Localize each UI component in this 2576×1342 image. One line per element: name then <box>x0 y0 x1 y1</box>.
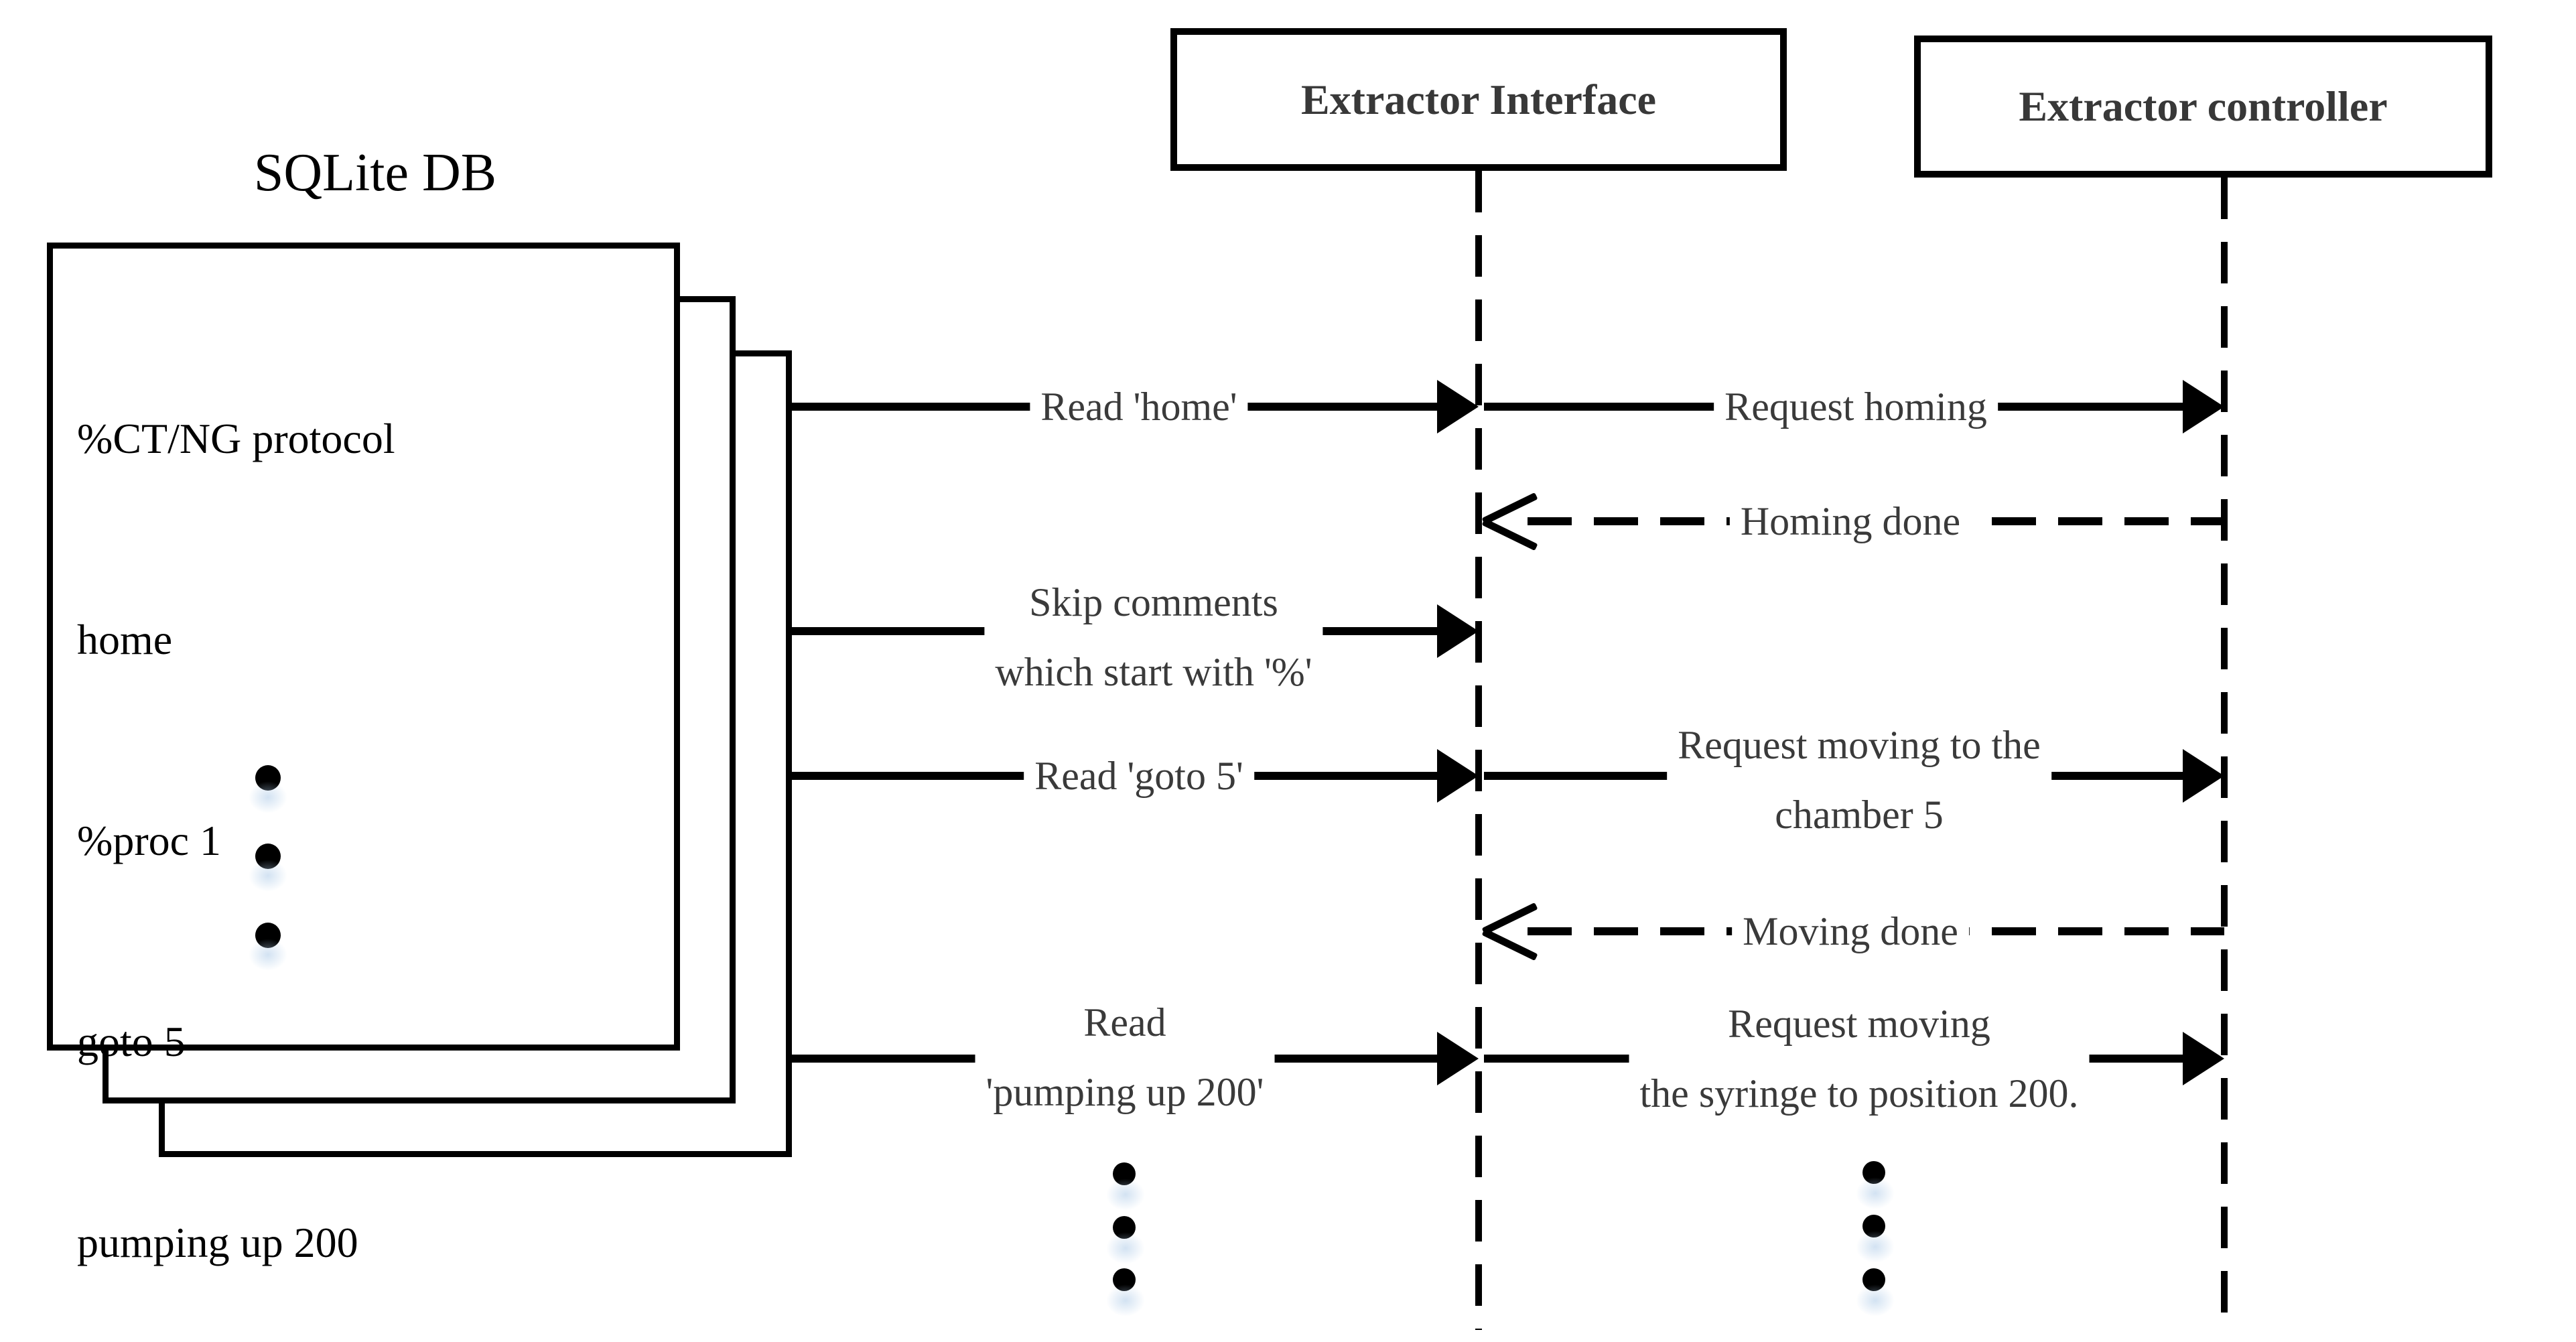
code-line: pumping up 200 <box>77 1219 358 1266</box>
interface-ellipsis-dot <box>1106 1216 1145 1264</box>
message-label: Request moving the syringe to position 2… <box>1629 989 2090 1128</box>
arrowhead-right-icon <box>2183 749 2224 803</box>
protocol-page-front: %CT/NG protocol home %proc 1 goto 5 pump… <box>47 243 680 1266</box>
message-label: Request moving to the chamber 5 <box>1667 710 2051 850</box>
arrowhead-right-icon <box>1437 749 1479 803</box>
message-label-line: which start with '%' <box>995 650 1312 694</box>
message-label: Read 'pumping up 200' <box>975 988 1275 1127</box>
protocol-code-listing: %CT/NG protocol home %proc 1 goto 5 pump… <box>77 271 395 1342</box>
interface-ellipsis-dot <box>1106 1268 1145 1317</box>
message-label-line: Skip comments <box>1029 580 1278 624</box>
message-label-line: 'pumping up 200' <box>986 1070 1264 1114</box>
message-label-line: Read <box>1083 1000 1166 1045</box>
message-label-line: Request moving to the <box>1678 723 2041 767</box>
arrowhead-right-icon <box>2183 1032 2224 1085</box>
actor-extractor-interface: Extractor Interface <box>1170 28 1787 171</box>
actor-label: Extractor Interface <box>1300 75 1657 123</box>
message-label: Request homing <box>1714 372 1998 442</box>
message-label-line: the syringe to position 200. <box>1639 1071 2079 1116</box>
arrowhead-right-icon <box>1437 604 1479 658</box>
code-line: %CT/NG protocol <box>77 415 395 462</box>
controller-ellipsis-dot <box>1856 1268 1895 1317</box>
interface-ellipsis-dot <box>1106 1162 1145 1211</box>
message-label: Skip comments which start with '%' <box>984 567 1323 707</box>
database-title: SQLite DB <box>253 143 497 202</box>
message-label-line: chamber 5 <box>1775 793 1944 837</box>
interface-lifeline <box>1475 171 1482 1330</box>
code-line: goto 5 <box>77 1018 186 1065</box>
controller-lifeline <box>2221 178 2228 1330</box>
code-line: home <box>77 616 173 663</box>
controller-ellipsis-dot <box>1856 1161 1895 1209</box>
db-ellipsis-dot <box>249 923 287 971</box>
message-label-line: Request moving <box>1728 1002 1990 1046</box>
arrowhead-right-icon <box>1437 1032 1479 1085</box>
db-ellipsis-dot <box>249 765 287 813</box>
db-ellipsis-dot <box>249 844 287 892</box>
actor-extractor-controller: Extractor controller <box>1914 36 2492 178</box>
actor-label: Extractor controller <box>2019 82 2388 130</box>
message-label: Moving done <box>1732 896 1969 966</box>
arrowhead-right-icon <box>2183 380 2224 433</box>
message-label: Homing done <box>1729 486 1972 556</box>
message-label: Read 'goto 5' <box>1024 741 1254 811</box>
code-line: %proc 1 <box>77 817 222 864</box>
message-label: Read 'home' <box>1030 372 1248 442</box>
controller-ellipsis-dot <box>1856 1215 1895 1263</box>
arrowhead-right-icon <box>1437 380 1479 433</box>
